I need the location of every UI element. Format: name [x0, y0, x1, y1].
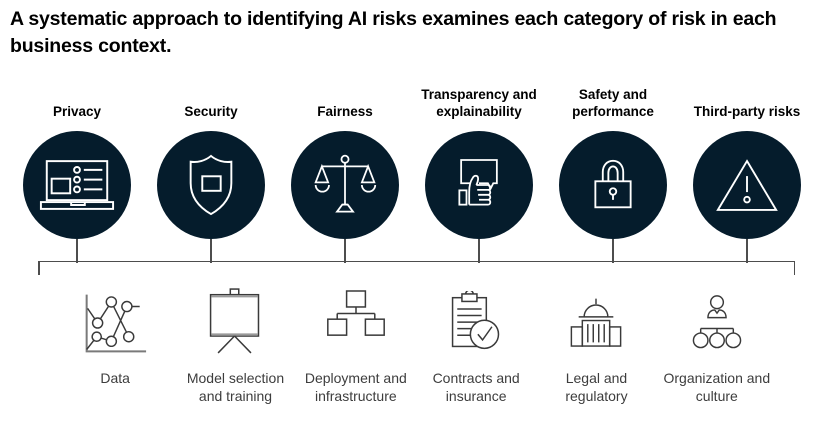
- risk-category-third-party: Third-party risks: [680, 84, 814, 263]
- context-contracts: Contracts and insurance: [416, 285, 536, 405]
- connector-line: [76, 239, 78, 263]
- risk-category-label: Transparency and explainability: [421, 87, 537, 119]
- context-data: Data: [55, 285, 175, 405]
- business-contexts-row: Data Model selection and training: [55, 285, 777, 405]
- connector-line: [210, 239, 212, 263]
- hand-holding-sign-icon: [454, 155, 504, 215]
- risk-category-security: Security: [144, 84, 278, 263]
- risk-category-circle: [23, 131, 131, 239]
- data-chart-icon: [82, 285, 148, 355]
- padlock-icon: [587, 155, 639, 215]
- risk-category-circle: [693, 131, 801, 239]
- risk-category-circle: [157, 131, 265, 239]
- risk-category-label: Third-party risks: [693, 104, 801, 119]
- risk-category-label: Safety and performance: [572, 87, 654, 119]
- risk-category-label: Privacy: [52, 104, 102, 119]
- context-label: Contracts and insurance: [432, 370, 520, 404]
- context-label: Deployment and infrastructure: [304, 370, 407, 404]
- risk-category-privacy: Privacy: [10, 84, 144, 263]
- context-deployment: Deployment and infrastructure: [296, 285, 416, 405]
- balance-scale-icon: [313, 152, 377, 218]
- shield-icon: [180, 151, 242, 219]
- risk-category-circle: [559, 131, 667, 239]
- context-label: Data: [100, 370, 130, 386]
- connector-line: [746, 239, 748, 263]
- context-label: Model selection and training: [186, 370, 285, 404]
- connector-line: [344, 239, 346, 263]
- context-label: Legal and regulatory: [565, 370, 628, 404]
- risk-category-transparency: Transparency and explainability: [412, 84, 546, 263]
- risk-category-label: Security: [184, 104, 238, 119]
- org-chart-people-icon: [688, 285, 746, 355]
- context-legal: Legal and regulatory: [536, 285, 656, 405]
- risk-category-circle: [291, 131, 399, 239]
- government-building-icon: [565, 285, 627, 355]
- connector-bracket: [38, 261, 795, 276]
- warning-triangle-icon: [715, 157, 779, 214]
- connector-line: [612, 239, 614, 263]
- context-organization: Organization and culture: [657, 285, 777, 405]
- connector-line: [478, 239, 480, 263]
- clipboard-check-icon: [446, 285, 506, 355]
- risk-category-circle: [425, 131, 533, 239]
- context-model-selection: Model selection and training: [175, 285, 295, 405]
- risk-category-safety: Safety and performance: [546, 84, 680, 263]
- risk-categories-row: Privacy Security: [10, 84, 814, 263]
- context-label: Organization and culture: [663, 370, 771, 404]
- risk-category-label: Fairness: [317, 104, 373, 119]
- laptop-checklist-icon: [38, 158, 116, 213]
- easel-board-icon: [204, 285, 266, 355]
- page-title: A systematic approach to identifying AI …: [10, 8, 777, 57]
- network-boxes-icon: [325, 285, 387, 355]
- risk-category-fairness: Fairness: [278, 84, 412, 263]
